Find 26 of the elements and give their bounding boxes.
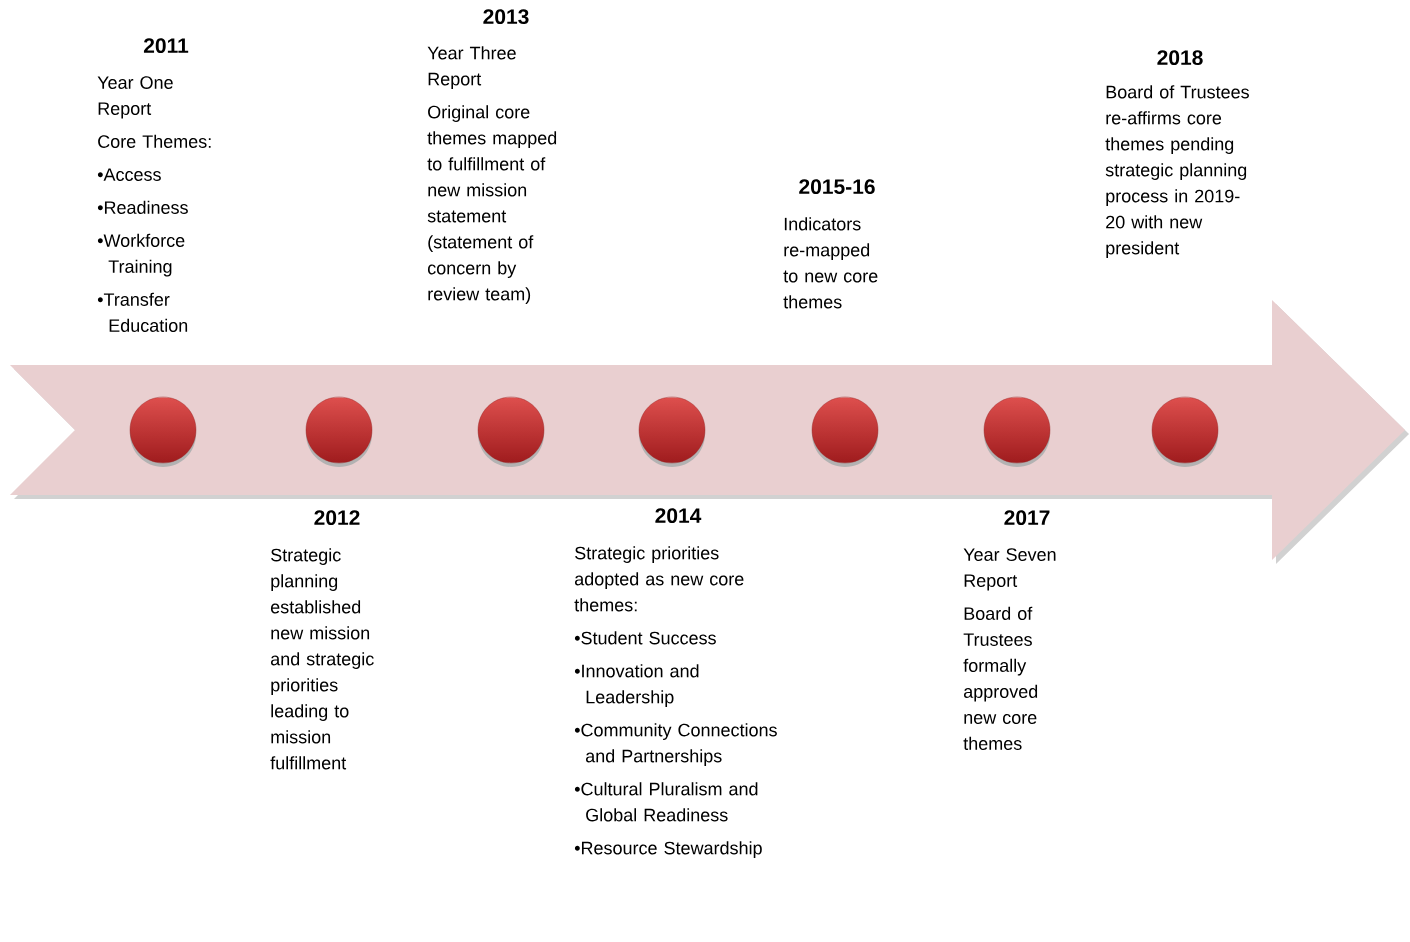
bullet-item: •Readiness — [97, 200, 188, 214]
bullet-item: •Resource Stewardship — [574, 841, 762, 858]
body-text: Indicators re-mapped to new core themes — [783, 217, 878, 309]
body-text: Core Themes: — [98, 134, 211, 148]
bullet-item: •Transfer Education — [97, 292, 188, 332]
year-label: 2013 — [483, 9, 529, 25]
year-label: 2015-16 — [799, 179, 875, 195]
bullet-item: •Student Success — [574, 631, 716, 645]
body-text: Original core themes mapped to fulfillment of new mission statement (statement of concern by review team) — [427, 105, 557, 304]
body-text: Board of Trustees re-affirms core themes pending strategic planning process in 2019-20 with new president — [1105, 85, 1249, 258]
bullet-item: •Access — [97, 168, 161, 181]
bullet-item: •Cultural Pluralism and Global Readiness — [574, 782, 758, 822]
body-text: Year Seven Report — [963, 548, 1056, 591]
body-text: Board of Trustees formally approved new core themes — [963, 606, 1038, 750]
bullet-item: •Workforce Training — [97, 233, 185, 277]
year-label: 2011 — [143, 38, 189, 54]
year-label: 2012 — [314, 510, 360, 526]
body-text: Year Three Report — [427, 46, 516, 89]
bullet-item: •Community Connections and Partnerships — [574, 723, 777, 766]
year-label: 2018 — [1157, 50, 1203, 66]
body-text: Strategic planning established new mission and strategic priorities leading to mission fulfillment — [270, 548, 374, 770]
body-text: Strategic priorities adopted as new core themes: — [574, 546, 744, 612]
body-text: Year One Report — [97, 76, 173, 119]
year-label: 2017 — [1004, 510, 1050, 526]
bullet-item: •Innovation and Leadership — [574, 664, 699, 707]
year-label: 2014 — [655, 508, 702, 524]
